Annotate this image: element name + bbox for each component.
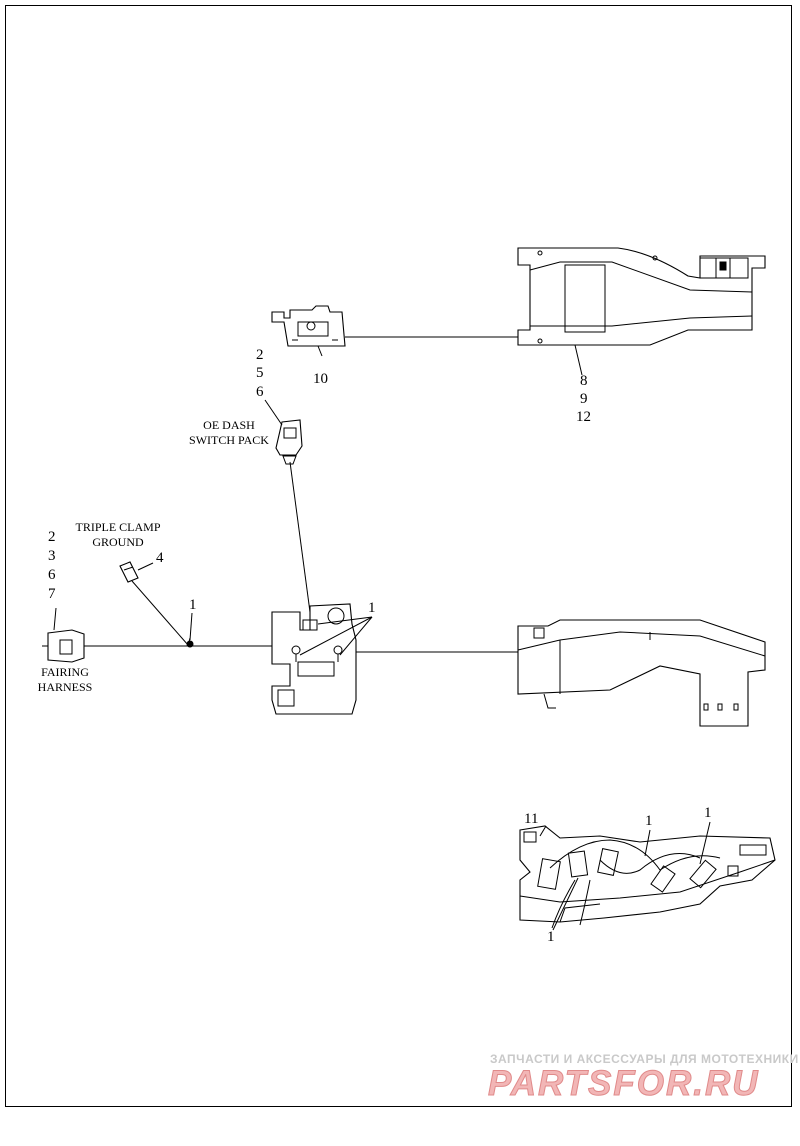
oe-dash-caption-line2: SWITCH PACK	[189, 433, 269, 447]
triple-clamp-caption: TRIPLE CLAMP GROUND	[68, 520, 168, 550]
callout-9: 9	[580, 391, 588, 407]
callout-10: 10	[313, 371, 328, 387]
watermark-tagline: ЗАПЧАСТИ И АКСЕССУАРЫ ДЛЯ МОТОТЕХНИКИ	[490, 1052, 799, 1066]
callout-6-dash: 6	[256, 384, 264, 400]
ground-wire	[131, 580, 189, 646]
diagram-border	[5, 5, 792, 1107]
center-mounting-bracket	[271, 603, 518, 715]
callout-11: 11	[524, 811, 539, 827]
callout-6-fairing: 6	[48, 567, 56, 583]
callout-7: 7	[48, 586, 56, 602]
upper-bracket	[517, 247, 766, 376]
callout-12: 12	[576, 409, 591, 425]
lower-right-bracket	[517, 619, 766, 727]
callout-5: 5	[256, 365, 264, 381]
connector-10	[271, 305, 346, 357]
callout-2-fairing: 2	[48, 529, 56, 545]
oe-dash-connector	[264, 399, 303, 465]
fairing-harness-caption: FAIRING HARNESS	[20, 665, 110, 695]
dash-switch-wire	[289, 461, 311, 613]
detail-inset-assembly	[519, 821, 776, 931]
callout-4: 4	[156, 550, 164, 566]
triple-clamp-caption-line2: GROUND	[92, 535, 144, 549]
callout-2-dash: 2	[256, 347, 264, 363]
oe-dash-caption-line1: OE DASH	[203, 418, 255, 432]
triple-clamp-ground-terminal	[119, 561, 154, 583]
oe-dash-caption: OE DASH SWITCH PACK	[184, 418, 274, 448]
callout-1-inset-b: 1	[704, 805, 712, 821]
callout-1-bracket: 1	[368, 600, 376, 616]
fairing-caption-line2: HARNESS	[37, 680, 93, 694]
callout-1-ground: 1	[189, 597, 197, 613]
fairing-caption-line1: FAIRING	[41, 665, 89, 679]
callout-8: 8	[580, 373, 588, 389]
watermark-logo: PARTSFOR.RU	[488, 1064, 760, 1104]
callout-1-inset-a: 1	[645, 813, 653, 829]
callout-1-inset-c: 1	[547, 929, 555, 945]
fairing-harness-connector	[42, 607, 85, 663]
triple-clamp-caption-line1: TRIPLE CLAMP	[75, 520, 161, 534]
callout-3: 3	[48, 548, 56, 564]
